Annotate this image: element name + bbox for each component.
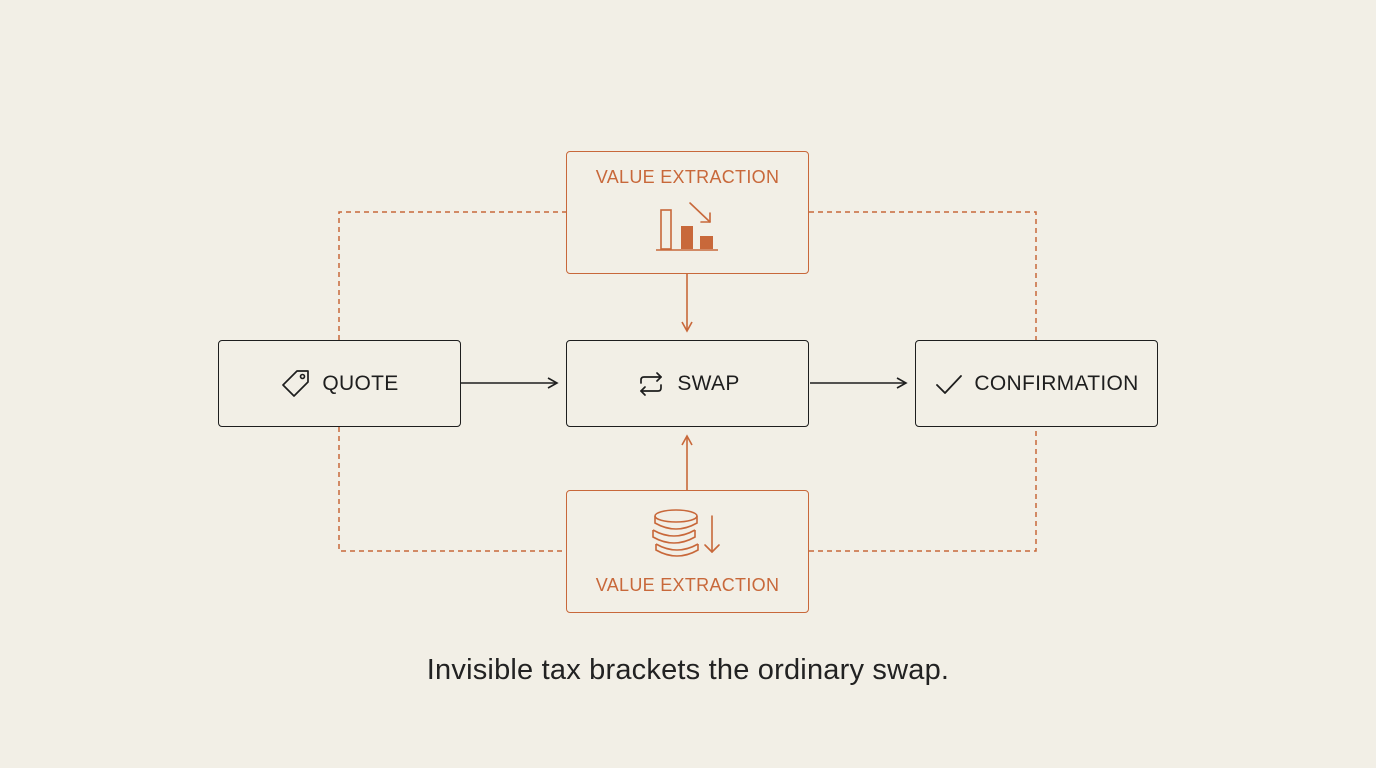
top-extraction-label: VALUE EXTRACTION (595, 166, 780, 187)
diagram-caption: Invisible tax brackets the ordinary swap… (426, 654, 950, 686)
swap-node: SWAP (566, 340, 809, 427)
dashed-connector-bottom-extraction-to-confirmation (809, 427, 1037, 552)
dashed-connector-quote-to-bottom-extraction (338, 427, 566, 552)
swap-arrows-icon (635, 368, 667, 400)
dashed-connector-top-extraction-to-confirmation (809, 211, 1037, 340)
bottom-value-extraction-node: VALUE EXTRACTION (566, 490, 809, 613)
quote-label: QUOTE (322, 371, 399, 395)
confirmation-node: CONFIRMATION (915, 340, 1158, 427)
quote-node: QUOTE (218, 340, 461, 427)
declining-bar-chart-icon (655, 200, 721, 259)
dashed-connector-quote-to-top-extraction (338, 211, 566, 340)
swap-label: SWAP (677, 371, 740, 395)
top-value-extraction-node: VALUE EXTRACTION (566, 151, 809, 274)
coin-stack-down-icon (651, 508, 724, 567)
bottom-extraction-label: VALUE EXTRACTION (595, 574, 780, 595)
checkmark-icon (934, 369, 964, 399)
price-tag-icon (280, 368, 312, 400)
confirmation-label: CONFIRMATION (974, 371, 1139, 395)
